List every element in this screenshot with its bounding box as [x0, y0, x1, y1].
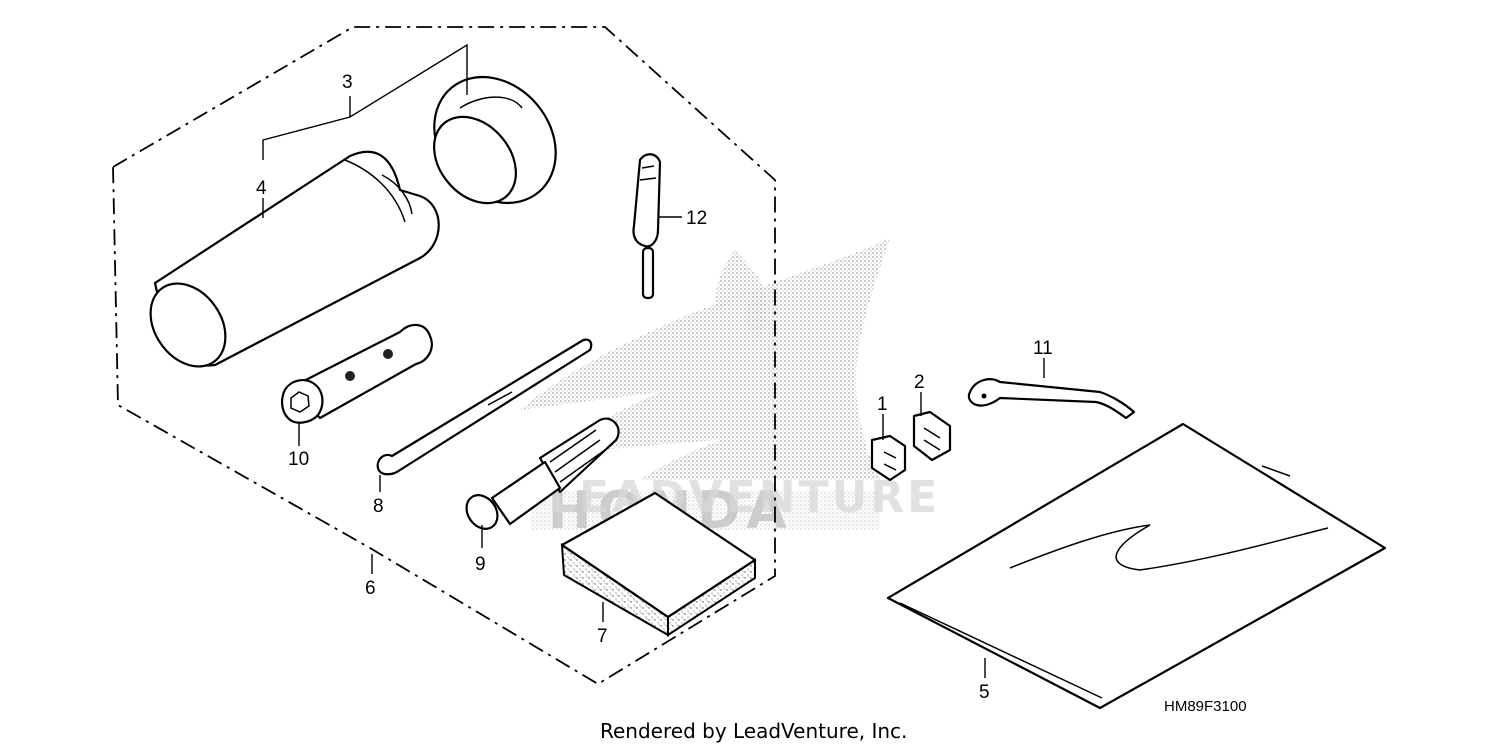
watermark-partner-text: LEADVENTURE — [548, 472, 940, 523]
owners-manual-bag — [886, 422, 1387, 710]
honda-wing-watermark: HONDA LEADVENTURE — [520, 238, 940, 541]
callout-2: 2 — [914, 372, 925, 393]
rendered-by-footer: Rendered by LeadVenture, Inc. — [600, 719, 907, 743]
callout-8: 8 — [373, 496, 384, 517]
sponge-pad — [560, 491, 757, 637]
callout-11: 11 — [1033, 338, 1053, 359]
callout-9: 9 — [475, 554, 486, 575]
socket-wrench-handle — [465, 417, 620, 530]
callout-6: 6 — [365, 578, 376, 599]
fuse-large — [912, 410, 952, 462]
callout-7: 7 — [597, 626, 608, 647]
screwdriver-handle — [632, 153, 662, 300]
tool-case-cap — [433, 75, 557, 205]
callout-12: 12 — [686, 208, 707, 229]
tool-kit-boundary — [112, 26, 776, 686]
tool-case-tube — [149, 150, 440, 368]
callout-4: 4 — [256, 178, 267, 199]
leader-lines — [262, 43, 1045, 678]
callout-3: 3 — [342, 72, 353, 93]
hook-wrench — [967, 378, 1136, 420]
screwdriver-blade — [376, 338, 593, 476]
callout-1: 1 — [877, 394, 888, 415]
fuse-small — [870, 434, 907, 482]
callout-10: 10 — [288, 449, 309, 470]
callout-5: 5 — [979, 682, 990, 703]
spark-plug-wrench — [280, 323, 433, 424]
diagram-code: HM89F3100 — [1164, 698, 1247, 715]
